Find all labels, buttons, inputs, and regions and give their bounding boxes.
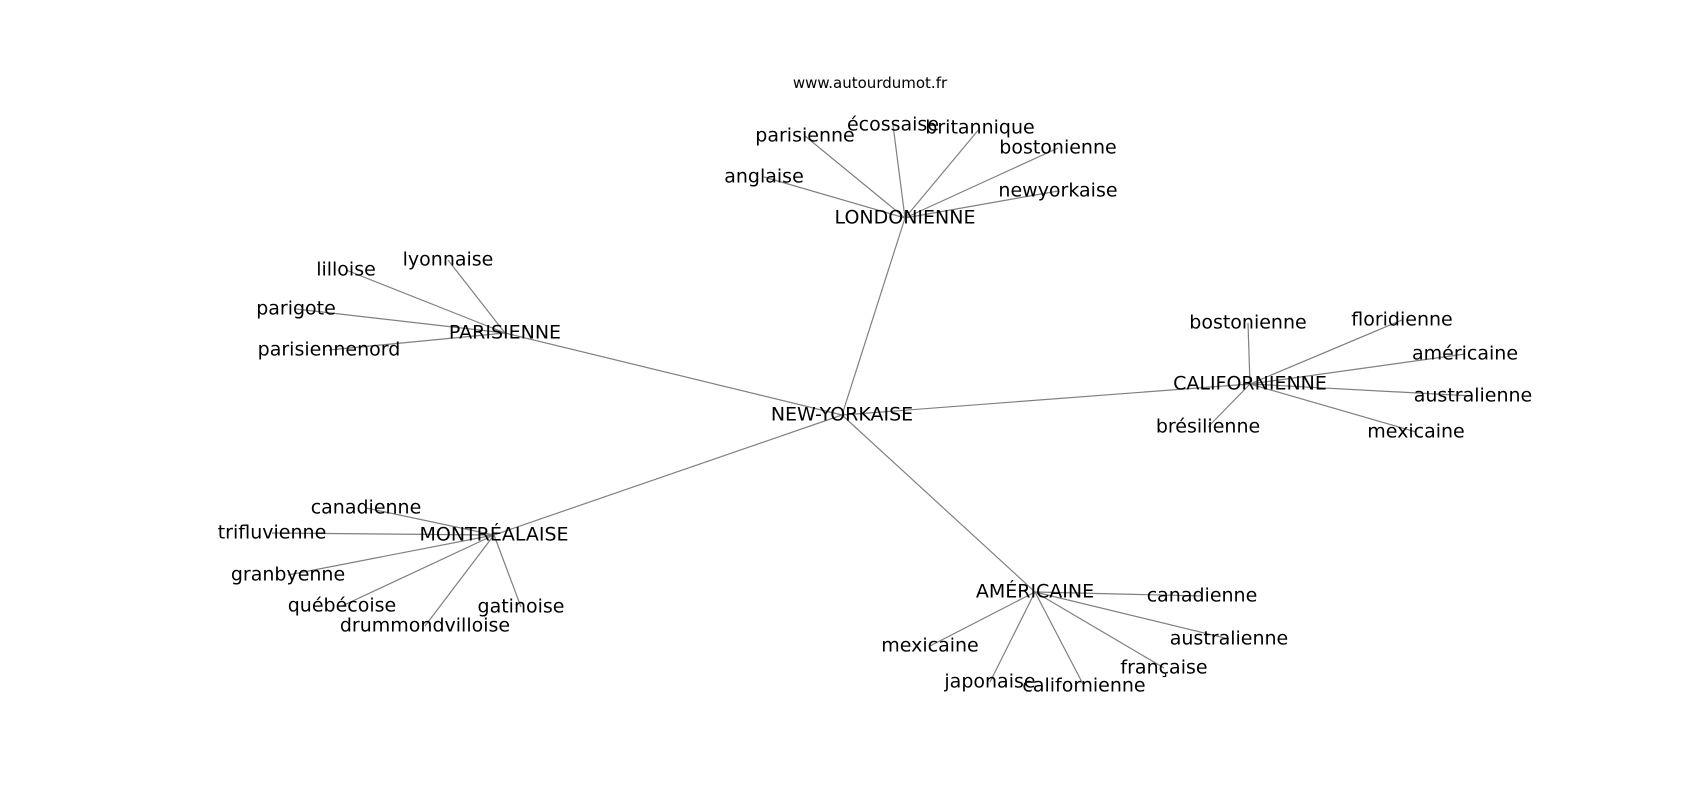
hub-node-label[interactable]: LONDONIENNE	[835, 207, 976, 229]
edge-hub-to-leaf	[904, 190, 1059, 219]
edge-hub-to-leaf	[365, 507, 495, 536]
edge-center-to-hub	[841, 383, 1251, 416]
edge-hub-to-leaf	[328, 332, 506, 351]
hub-node-label[interactable]: MONTRÉALAISE	[419, 523, 568, 546]
edge-hub-to-leaf	[904, 127, 981, 219]
edge-hub-to-leaf	[1249, 353, 1466, 385]
leaf-node-label[interactable]: mexicaine	[1367, 421, 1465, 443]
edge-hub-to-leaf	[989, 591, 1036, 683]
edge-hub-to-leaf	[1207, 383, 1251, 428]
edge-hub-to-leaf	[763, 176, 906, 219]
center-node-label[interactable]: NEW-YORKAISE	[771, 404, 913, 426]
leaf-node-label[interactable]: écossaise	[847, 114, 939, 136]
hub-node-label[interactable]: AMÉRICAINE	[976, 580, 1094, 603]
edge-hub-to-leaf	[804, 135, 906, 219]
edge-hub-to-leaf	[1249, 383, 1417, 433]
leaf-node-label[interactable]: newyorkaise	[998, 180, 1117, 202]
leaf-node-label[interactable]: américaine	[1412, 343, 1518, 365]
edge-hub-to-leaf	[904, 147, 1059, 219]
leaf-node-label[interactable]: canadienne	[311, 497, 422, 519]
leaf-node-label[interactable]: lilloise	[316, 259, 376, 281]
leaf-node-label[interactable]: californienne	[1022, 675, 1145, 697]
leaf-node-label[interactable]: gatinoise	[478, 596, 565, 618]
edge-hub-to-leaf	[1034, 591, 1085, 687]
edge-hub-to-leaf	[1034, 591, 1203, 597]
leaf-node-label[interactable]: bostonienne	[999, 137, 1116, 159]
graph-edges	[271, 124, 1474, 687]
edge-hub-to-leaf	[271, 532, 495, 536]
leaf-node-label[interactable]: australienne	[1414, 385, 1533, 407]
graph-labels: NEW-YORKAISE LONDONIENNE parisienneécossai…	[218, 114, 1533, 697]
leaf-node-label[interactable]: trifluvienne	[218, 522, 327, 544]
edge-hub-to-leaf	[1247, 322, 1251, 385]
leaf-node-label[interactable]: drummondvilloise	[340, 615, 510, 637]
edge-hub-to-leaf	[1034, 591, 1230, 640]
hub-node-label[interactable]: CALIFORNIENNE	[1173, 373, 1327, 395]
edge-hub-to-leaf	[929, 591, 1036, 647]
leaf-node-label[interactable]: anglaise	[724, 166, 804, 188]
leaf-node-label[interactable]: parigote	[256, 298, 336, 320]
edge-hub-to-leaf	[1034, 591, 1165, 669]
leaf-node-label[interactable]: britannique	[925, 117, 1034, 139]
edge-hub-to-leaf	[345, 269, 506, 334]
leaf-node-label[interactable]: japonaise	[943, 671, 1035, 693]
leaf-node-label[interactable]: australienne	[1170, 628, 1289, 650]
leaf-node-label[interactable]: mexicaine	[881, 635, 979, 657]
edge-center-to-hub	[504, 332, 843, 416]
edge-hub-to-leaf	[892, 124, 906, 219]
leaf-node-label[interactable]: française	[1120, 657, 1207, 679]
edge-hub-to-leaf	[493, 534, 522, 608]
edge-center-to-hub	[493, 414, 843, 536]
edge-hub-to-leaf	[287, 534, 495, 576]
edge-hub-to-leaf	[1249, 383, 1474, 397]
leaf-node-label[interactable]: canadienne	[1147, 585, 1258, 607]
leaf-node-label[interactable]: parisiennenord	[258, 339, 401, 361]
leaf-node-label[interactable]: parisienne	[755, 125, 854, 147]
leaf-node-label[interactable]: lyonnaise	[403, 249, 494, 271]
hub-node-label[interactable]: PARISIENNE	[449, 322, 561, 344]
leaf-node-label[interactable]: floridienne	[1351, 309, 1453, 331]
edge-hub-to-leaf	[447, 259, 506, 334]
leaf-node-label[interactable]: québécoise	[288, 595, 396, 617]
edge-hub-to-leaf	[424, 534, 495, 627]
edge-hub-to-leaf	[1249, 319, 1403, 385]
leaf-node-label[interactable]: brésilienne	[1156, 416, 1260, 438]
edge-center-to-hub	[841, 217, 906, 416]
edge-hub-to-leaf	[341, 534, 495, 607]
watermark-text[interactable]: www.autourdumot.fr	[793, 74, 948, 92]
edge-hub-to-leaf	[295, 308, 506, 334]
leaf-node-label[interactable]: bostonienne	[1189, 312, 1306, 334]
edge-center-to-hub	[841, 414, 1036, 593]
leaf-node-label[interactable]: granbyenne	[231, 564, 345, 586]
